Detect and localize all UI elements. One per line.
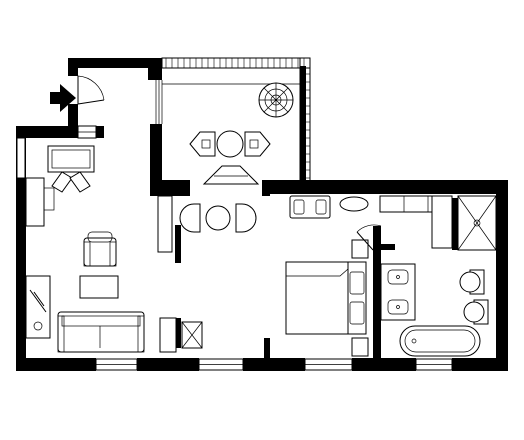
living-room (25, 145, 203, 353)
toilet (459, 269, 489, 325)
bedroom (285, 195, 451, 357)
bed (285, 239, 369, 357)
arrow-right-icon (50, 84, 76, 112)
terrace (155, 57, 311, 187)
walls (16, 58, 508, 371)
windows (16, 125, 453, 371)
plant-icon (258, 82, 294, 118)
bathroom (380, 195, 497, 357)
sofa (57, 311, 145, 353)
entrance (50, 75, 105, 112)
armchair (83, 231, 117, 267)
bedroom-seating (289, 195, 451, 219)
bathtub (399, 325, 481, 357)
shower (457, 195, 497, 251)
dining-area (179, 203, 257, 233)
terrace-table (189, 130, 271, 185)
